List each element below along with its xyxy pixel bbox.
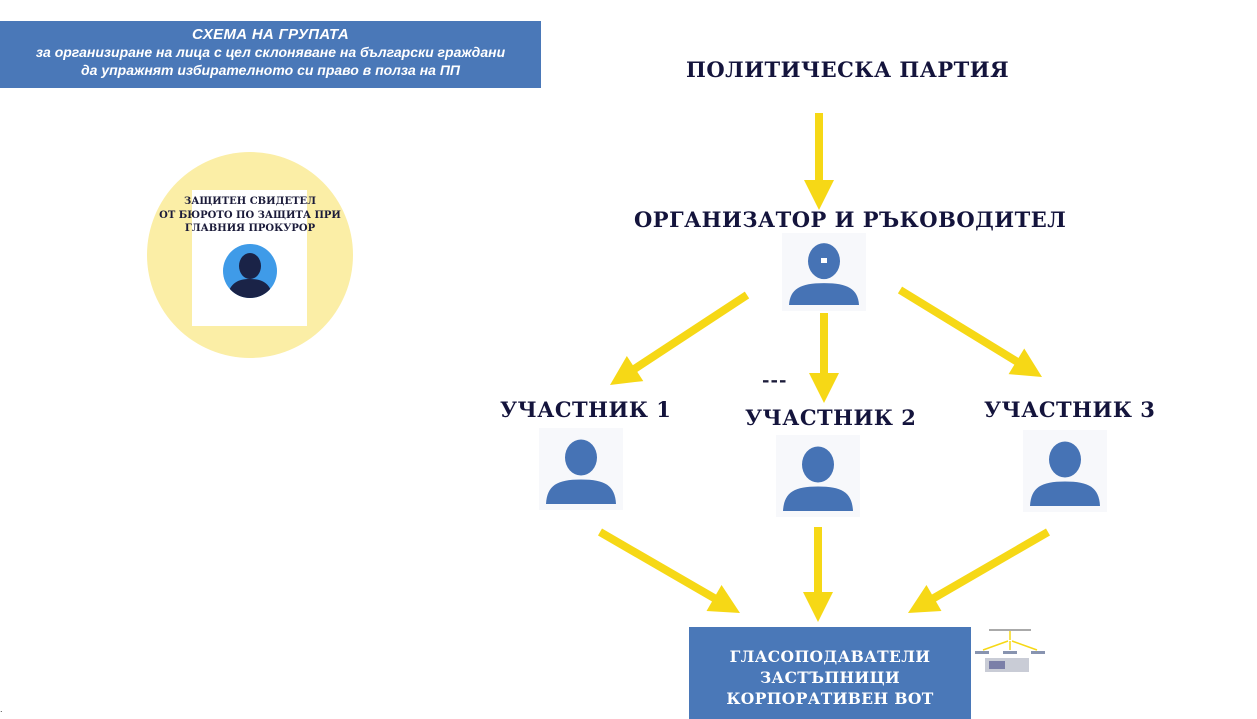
node-participant-2: УЧАСТНИК 2	[745, 405, 917, 430]
participant-2-person-icon	[783, 446, 853, 511]
witness-avatar-icon	[223, 244, 277, 298]
node-organizer: ОРГАНИЗАТОР И РЪКОВОДИТЕЛ	[634, 207, 1067, 232]
witness-label-line2: ОТ БЮРОТО ПО ЗАЩИТА ПРИ	[159, 209, 341, 221]
voters-line2: ЗАСТЪПНИЦИ	[759, 668, 901, 687]
person-body	[783, 486, 853, 511]
arrow-down-icon	[804, 180, 834, 210]
arrow-down-icon	[803, 592, 833, 622]
arrow-organizer-to-participant-2	[809, 313, 839, 403]
arrow-down-icon	[610, 355, 644, 385]
person-head	[565, 439, 597, 476]
voters-line1: ГЛАСОПОДАВАТЕЛИ	[729, 647, 931, 666]
participant-1-card	[539, 428, 623, 510]
person-head	[1049, 441, 1081, 478]
arrow-down-icon	[809, 373, 839, 403]
witness-label-line3: ГЛАВНИЯ ПРОКУРОР	[184, 223, 316, 234]
person-head	[802, 446, 834, 483]
arrow-shaft	[897, 286, 1021, 366]
witness-label-line1: ЗАЩИТЕН СВИДЕТЕЛ	[183, 196, 316, 207]
arrow-down-icon	[908, 584, 942, 613]
person-body	[789, 283, 859, 305]
voters-line3: КОРПОРАТИВЕН ВОТ	[726, 689, 934, 708]
schema-thumbnail-icon	[975, 629, 1045, 672]
scheme-title-box: СХЕМА НА ГРУПАТА за организиране на лица…	[0, 21, 541, 88]
scheme-subtitle-line2: да упражнят избирателното си право в пол…	[81, 62, 460, 78]
arrow-organizer-to-participant-3	[897, 286, 1042, 377]
node-participant-3: УЧАСТНИК 3	[984, 397, 1156, 422]
organizer-head-mark	[821, 258, 827, 263]
participant-1-person-icon	[546, 439, 616, 504]
person-body	[1030, 481, 1100, 506]
organizer-person-icon	[789, 243, 859, 305]
participant-3-card	[1023, 430, 1107, 512]
arrow-participant-3-to-voters	[908, 528, 1051, 613]
scheme-title: СХЕМА НА ГРУПАТА	[191, 26, 350, 43]
scheme-subtitle-line1: за организиране на лица с цел склоняване…	[35, 44, 506, 60]
participant-2-card	[776, 435, 860, 517]
arrow-party-to-organizer	[804, 113, 834, 210]
witness-label: ЗАЩИТЕН СВИДЕТЕЛ ОТ БЮРОТО ПО ЗАЩИТА ПРИ…	[150, 195, 350, 236]
arrow-down-icon	[1008, 348, 1042, 377]
arrow-shaft	[930, 528, 1051, 603]
arrow-shaft	[631, 291, 750, 373]
node-political-party: ПОЛИТИЧЕСКА ПАРТИЯ	[686, 57, 1010, 82]
arrow-participant-1-to-voters	[597, 528, 740, 613]
organizer-card	[782, 233, 866, 311]
arrow-down-icon	[706, 584, 740, 613]
person-body	[546, 479, 616, 504]
voters-box: ГЛАСОПОДАВАТЕЛИ ЗАСТЪПНИЦИ КОРПОРАТИВЕН …	[689, 627, 971, 719]
arrow-shaft	[597, 528, 718, 603]
corner-mark: .	[0, 704, 3, 714]
dashes-mark: ---	[762, 370, 788, 391]
participant-3-person-icon	[1030, 441, 1100, 506]
node-participant-1: УЧАСТНИК 1	[500, 397, 672, 422]
arrow-organizer-to-participant-1	[610, 291, 750, 385]
arrow-participant-2-to-voters	[803, 527, 833, 622]
